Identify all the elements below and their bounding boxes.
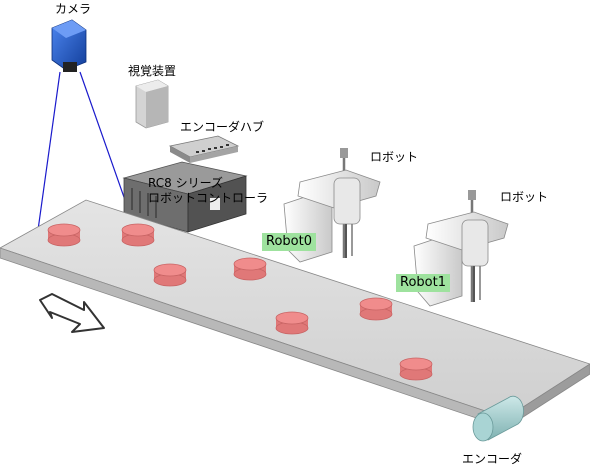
workpiece (47, 223, 81, 247)
workpiece (121, 223, 155, 247)
encoder-icon (472, 395, 524, 442)
robot-1-tag: Robot1 (396, 274, 450, 292)
encoder-hub-label: エンコーダハブ (180, 120, 265, 134)
flow-direction-arrow-icon (39, 293, 105, 333)
vision-device-icon (135, 79, 169, 129)
workpiece (359, 297, 393, 321)
robot-1-icon (413, 190, 509, 307)
robot-1-label: ロボット (500, 190, 549, 204)
encoder-label: エンコーダ (462, 452, 523, 466)
camera-label: カメラ (55, 2, 92, 16)
vision-device-label: 視覚装置 (128, 64, 177, 78)
workpiece (399, 357, 433, 381)
workpiece (233, 257, 267, 281)
workpieces (47, 223, 433, 381)
robot-0-label: ロボット (370, 150, 419, 164)
camera-view-line-right (79, 71, 133, 221)
robot-0-tag: Robot0 (262, 233, 316, 251)
controller-label-line1: RC8 シリーズ (148, 176, 223, 190)
conveyor-belt (0, 199, 590, 429)
camera-icon (51, 19, 87, 72)
controller-label-line2: ロボットコントローラ (148, 191, 269, 205)
encoder-hub-icon (168, 135, 240, 163)
workpiece (153, 263, 187, 287)
workpiece (275, 311, 309, 335)
